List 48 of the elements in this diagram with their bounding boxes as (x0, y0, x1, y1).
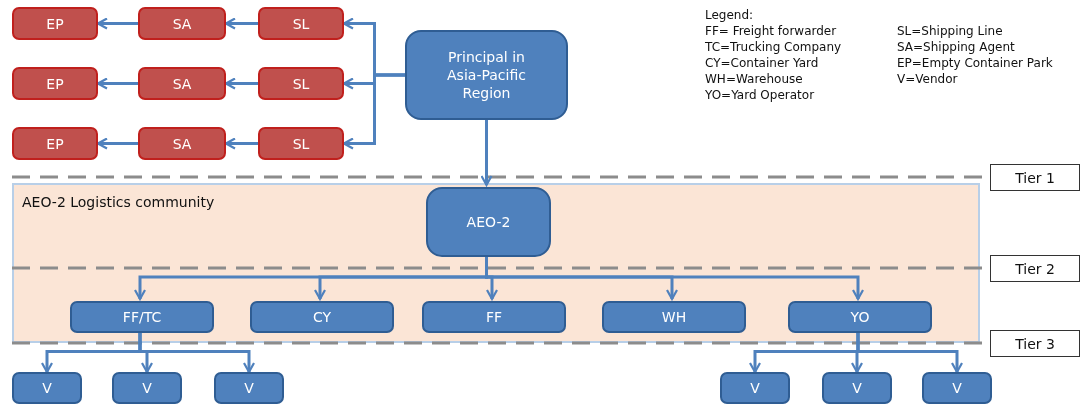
process-box: V (922, 372, 992, 404)
tier-box: Tier 3 (990, 330, 1080, 357)
arrow (96, 17, 138, 30)
arrow (96, 137, 138, 150)
legend-entry: TC=Trucking Company (705, 40, 842, 54)
tier-box: Tier 1 (990, 164, 1080, 191)
arrow (480, 120, 493, 187)
tier-box: Tier 2 (990, 255, 1080, 282)
legend-entry: YO=Yard Operator (705, 88, 815, 102)
process-box: FF/TC (70, 301, 214, 333)
process-box: WH (602, 301, 746, 333)
legend-entry: FF= Freight forwarder (705, 24, 837, 38)
process-box: EP (12, 127, 98, 160)
process-box: SL (258, 67, 344, 100)
process-box: Principal in Asia-Pacific Region (405, 30, 568, 120)
arrow (485, 255, 865, 301)
community-band (12, 183, 980, 343)
process-box: V (12, 372, 82, 404)
process-box: SA (138, 127, 226, 160)
process-box: AEO-2 (426, 187, 551, 257)
arrow (96, 77, 138, 90)
legend-entry: SL=Shipping Line (897, 24, 1003, 38)
arrow (856, 331, 964, 374)
process-box: FF (422, 301, 566, 333)
arrow (224, 17, 258, 30)
process-box: V (112, 372, 182, 404)
process-box: V (214, 372, 284, 404)
legend-entry: SA=Shipping Agent (897, 40, 1015, 54)
process-box: V (822, 372, 892, 404)
legend-entry: V=Vendor (897, 72, 958, 86)
process-box: EP (12, 7, 98, 40)
arrow (224, 77, 258, 90)
arrow (224, 137, 258, 150)
process-box: CY (250, 301, 394, 333)
process-box: SL (258, 127, 344, 160)
process-box: YO (788, 301, 932, 333)
process-box: SL (258, 7, 344, 40)
arrow (138, 331, 256, 374)
legend-heading: Legend: (705, 8, 754, 22)
arrow (342, 73, 405, 150)
process-box: EP (12, 67, 98, 100)
process-box: SA (138, 7, 226, 40)
process-box: SA (138, 67, 226, 100)
legend-entry: EP=Empty Container Park (897, 56, 1053, 70)
legend-entry: CY=Container Yard (705, 56, 819, 70)
legend-entry: WH=Warehouse (705, 72, 803, 86)
band-heading: AEO-2 Logistics community (22, 194, 215, 210)
process-box: V (720, 372, 790, 404)
